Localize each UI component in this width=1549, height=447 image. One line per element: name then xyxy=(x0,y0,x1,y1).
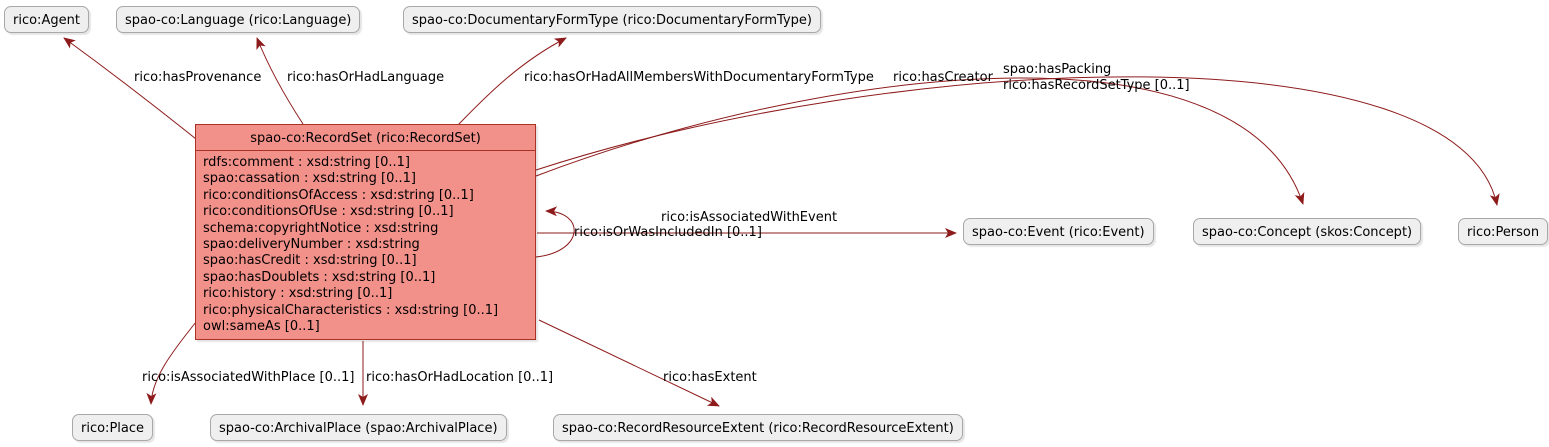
attribute-row: spao:hasDoublets : xsd:string [0..1] xyxy=(203,269,436,285)
attribute-row: rico:history : xsd:string [0..1] xyxy=(203,286,393,302)
attribute-row: rdfs:comment : xsd:string [0..1] xyxy=(203,155,411,170)
edge-label-has-packing: spao:hasPacking xyxy=(1003,62,1112,77)
attribute-row: rico:physicalCharacteristics : xsd:strin… xyxy=(203,302,499,318)
edge-label-has-or-had-language: rico:hasOrHadLanguage xyxy=(287,70,445,85)
node-place: rico:Place xyxy=(72,414,154,441)
node-concept: spao-co:Concept (skos:Concept) xyxy=(1193,218,1422,245)
edge-label-has-provenance: rico:hasProvenance xyxy=(134,70,262,85)
node-language: spao-co:Language (rico:Language) xyxy=(116,6,361,33)
edge-label-has-record-set-type: rico:hasRecordSetType [0..1] xyxy=(1003,78,1190,93)
attribute-row: rico:conditionsOfUse : xsd:string [0..1] xyxy=(203,204,454,220)
edge-has-provenance xyxy=(63,37,197,140)
node-record-resource-extent: spao-co:RecordResourceExtent (rico:Recor… xyxy=(553,414,963,441)
node-person: rico:Person xyxy=(1458,218,1549,245)
edge-has-record-set-type xyxy=(535,77,1305,205)
node-event: spao-co:Event (rico:Event) xyxy=(963,218,1154,245)
edge-label-has-all-members-with-documentary-form-type: rico:hasOrHadAllMembersWithDocumentaryFo… xyxy=(524,70,874,85)
attribute-row: spao:hasCredit : xsd:string [0..1] xyxy=(203,253,417,269)
record-set-title: spao-co:RecordSet (rico:RecordSet) xyxy=(196,125,535,151)
edge-label-has-creator: rico:hasCreator xyxy=(893,70,993,85)
edge-is-or-was-included-in-self-loop xyxy=(535,206,575,258)
attribute-row: owl:sameAs [0..1] xyxy=(203,319,320,335)
edge-label-is-associated-with-event: rico:isAssociatedWithEvent xyxy=(661,210,838,225)
node-record-set: spao-co:RecordSet (rico:RecordSet) rdfs:… xyxy=(195,124,536,340)
node-documentary-form-type: spao-co:DocumentaryFormType (rico:Docume… xyxy=(403,6,821,33)
edge-label-has-extent: rico:hasExtent xyxy=(663,370,757,385)
node-archival-place: spao-co:ArchivalPlace (spao:ArchivalPlac… xyxy=(210,414,507,441)
edge-label-is-or-was-included-in: rico:isOrWasIncludedIn [0..1] xyxy=(574,225,762,240)
edge-label-is-associated-with-place: rico:isAssociatedWithPlace [0..1] xyxy=(142,370,355,385)
record-set-attributes: rdfs:comment : xsd:string [0..1] spao:ca… xyxy=(196,151,535,335)
attribute-row: spao:deliveryNumber : xsd:string xyxy=(203,237,420,253)
edge-label-has-or-had-location: rico:hasOrHadLocation [0..1] xyxy=(366,370,554,385)
node-agent: rico:Agent xyxy=(4,6,89,33)
edge-has-all-members-with-documentary-form-type xyxy=(457,37,567,126)
edge-has-extent xyxy=(538,319,720,407)
edge-has-creator xyxy=(535,76,1500,206)
attribute-row: schema:copyrightNotice : xsd:string xyxy=(203,220,439,236)
edge-has-or-had-language xyxy=(256,37,304,125)
attribute-row: spao:cassation : xsd:string [0..1] xyxy=(203,171,416,187)
attribute-row: rico:conditionsOfAccess : xsd:string [0.… xyxy=(203,187,474,203)
edge-is-associated-with-place xyxy=(146,321,197,405)
